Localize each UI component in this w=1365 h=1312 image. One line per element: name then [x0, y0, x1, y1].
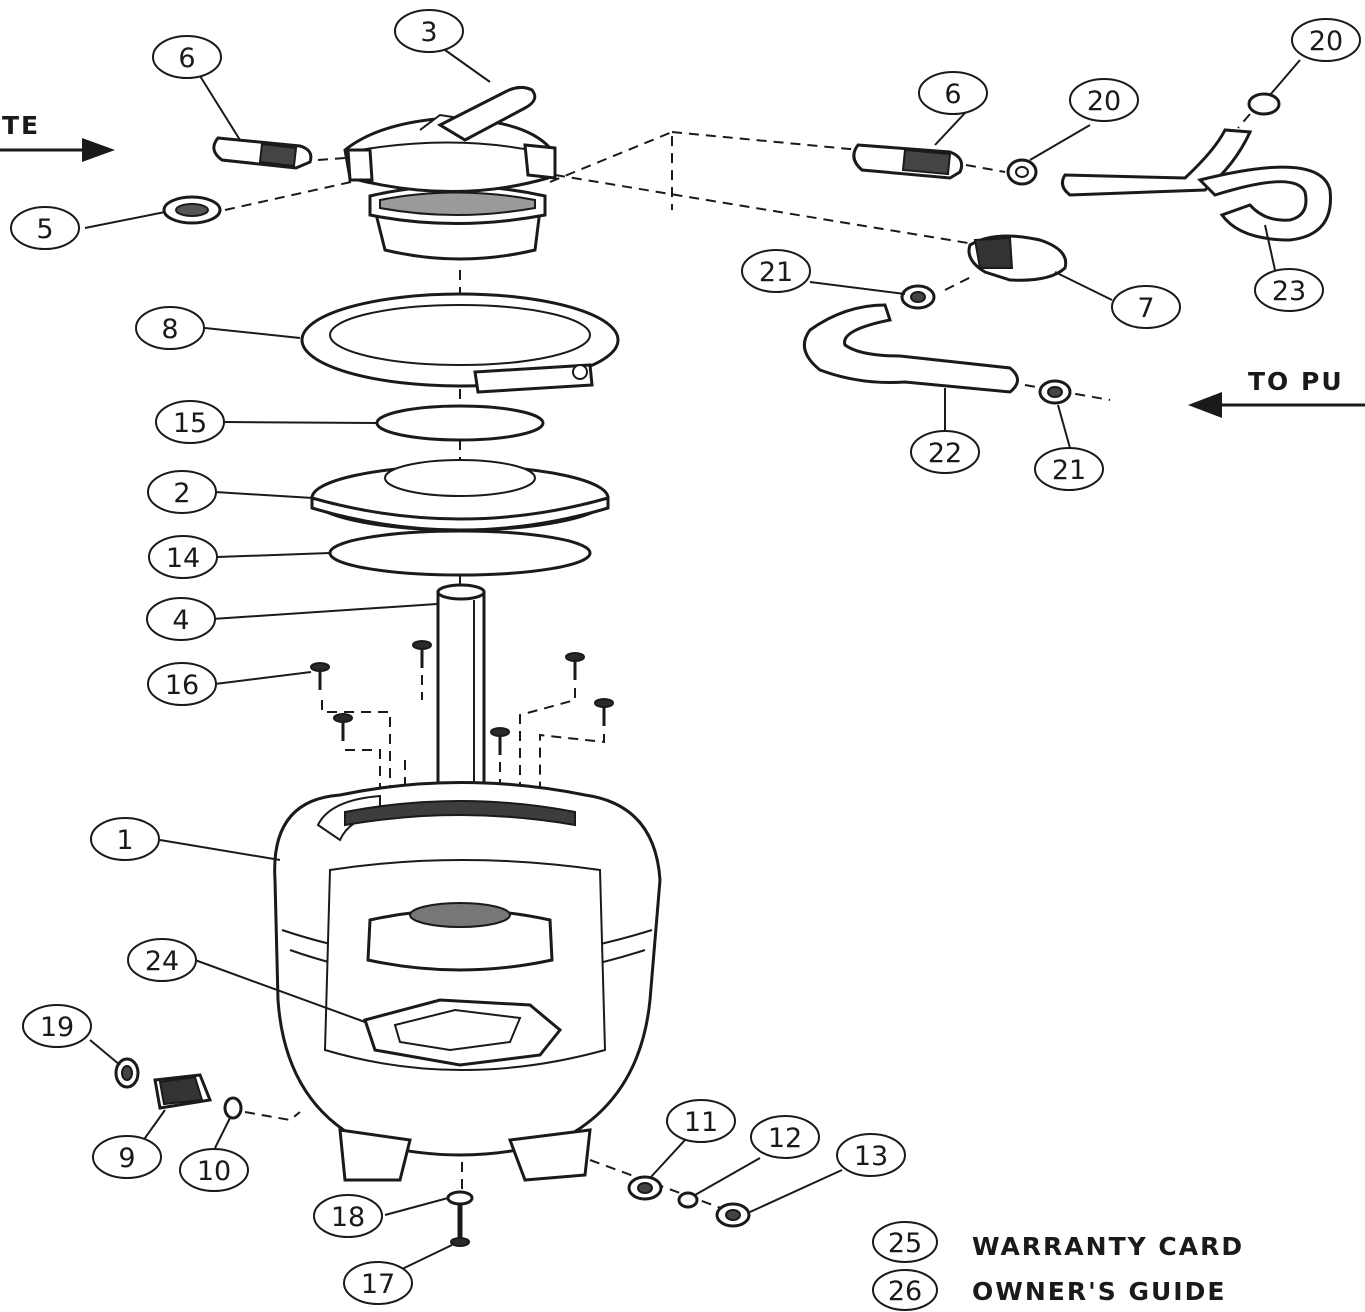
- svg-text:15: 15: [173, 408, 207, 439]
- svg-text:23: 23: [1272, 276, 1306, 307]
- svg-text:4: 4: [172, 605, 189, 636]
- callout-7: 7: [1111, 285, 1181, 329]
- svg-text:24: 24: [145, 946, 179, 977]
- note-text-guide: OWNER'S GUIDE: [972, 1277, 1226, 1306]
- svg-text:3: 3: [420, 17, 437, 48]
- callout-23: 23: [1254, 268, 1324, 312]
- svg-text:10: 10: [197, 1156, 231, 1187]
- svg-text:16: 16: [165, 670, 199, 701]
- drain-assembly: [114, 1057, 301, 1122]
- leader-lines: [84, 49, 1301, 1271]
- svg-text:22: 22: [928, 438, 962, 469]
- to-pump-arrow: TO PU: [1188, 367, 1365, 418]
- callout-5: 5: [10, 206, 80, 250]
- callout-2: 2: [147, 470, 217, 514]
- callout-20a: 20: [1069, 78, 1139, 122]
- svg-text:1: 1: [116, 825, 133, 856]
- dome-lid: [310, 459, 610, 532]
- callout-3: 3: [394, 9, 464, 53]
- callout-4: 4: [146, 597, 216, 641]
- o-ring-14: [328, 529, 592, 577]
- callout-15: 15: [155, 400, 225, 444]
- svg-text:18: 18: [331, 1202, 365, 1233]
- callout-10: 10: [179, 1148, 249, 1192]
- o-ring-15: [375, 404, 545, 442]
- note-warranty-card: 25 WARRANTY CARD: [872, 1221, 1244, 1263]
- svg-text:20: 20: [1309, 26, 1343, 57]
- svg-text:2: 2: [173, 478, 190, 509]
- callout-17: 17: [343, 1261, 413, 1305]
- svg-text:7: 7: [1137, 293, 1154, 324]
- callout-13: 13: [836, 1133, 906, 1177]
- svg-text:17: 17: [361, 1269, 395, 1300]
- svg-text:9: 9: [118, 1143, 135, 1174]
- callout-12: 12: [750, 1115, 820, 1159]
- waste-arrow: TE: [0, 111, 115, 162]
- tank-body: [273, 781, 662, 1182]
- callout-6a: 6: [152, 35, 222, 79]
- clamp-ring: [300, 292, 620, 394]
- svg-text:12: 12: [768, 1123, 802, 1154]
- svg-text:6: 6: [178, 43, 195, 74]
- callout-24: 24: [127, 938, 197, 982]
- svg-text:13: 13: [854, 1141, 888, 1172]
- callout-8: 8: [135, 306, 205, 350]
- callout-6b: 6: [918, 71, 988, 115]
- svg-text:21: 21: [1052, 455, 1086, 486]
- callout-20b: 20: [1291, 18, 1361, 62]
- svg-text:5: 5: [36, 214, 53, 245]
- waste-label: TE: [2, 111, 40, 140]
- svg-text:20: 20: [1087, 86, 1121, 117]
- fittings-11-13: [589, 1159, 751, 1228]
- note-number-25: 25: [888, 1228, 922, 1259]
- to-pump-label: TO PU: [1248, 367, 1344, 396]
- callout-11: 11: [666, 1099, 736, 1143]
- note-owners-guide: 26 OWNER'S GUIDE: [872, 1269, 1226, 1311]
- callout-22: 22: [910, 430, 980, 474]
- svg-text:11: 11: [684, 1107, 718, 1138]
- callout-1: 1: [90, 817, 160, 861]
- callout-21b: 21: [1034, 447, 1104, 491]
- svg-text:14: 14: [166, 543, 200, 574]
- note-number-26: 26: [888, 1276, 922, 1307]
- callout-14: 14: [148, 535, 218, 579]
- svg-text:21: 21: [759, 257, 793, 288]
- svg-text:6: 6: [944, 79, 961, 110]
- svg-text:19: 19: [40, 1012, 74, 1043]
- note-text-warranty: WARRANTY CARD: [972, 1232, 1244, 1261]
- callout-18: 18: [313, 1194, 383, 1238]
- valve-assembly: [162, 85, 557, 261]
- callout-9: 9: [92, 1135, 162, 1179]
- callout-16: 16: [147, 662, 217, 706]
- callout-19: 19: [22, 1004, 92, 1048]
- svg-text:8: 8: [161, 314, 178, 345]
- hose-assembly: [802, 92, 1332, 405]
- bottom-bolt: [446, 1190, 474, 1247]
- callout-21a: 21: [741, 249, 811, 293]
